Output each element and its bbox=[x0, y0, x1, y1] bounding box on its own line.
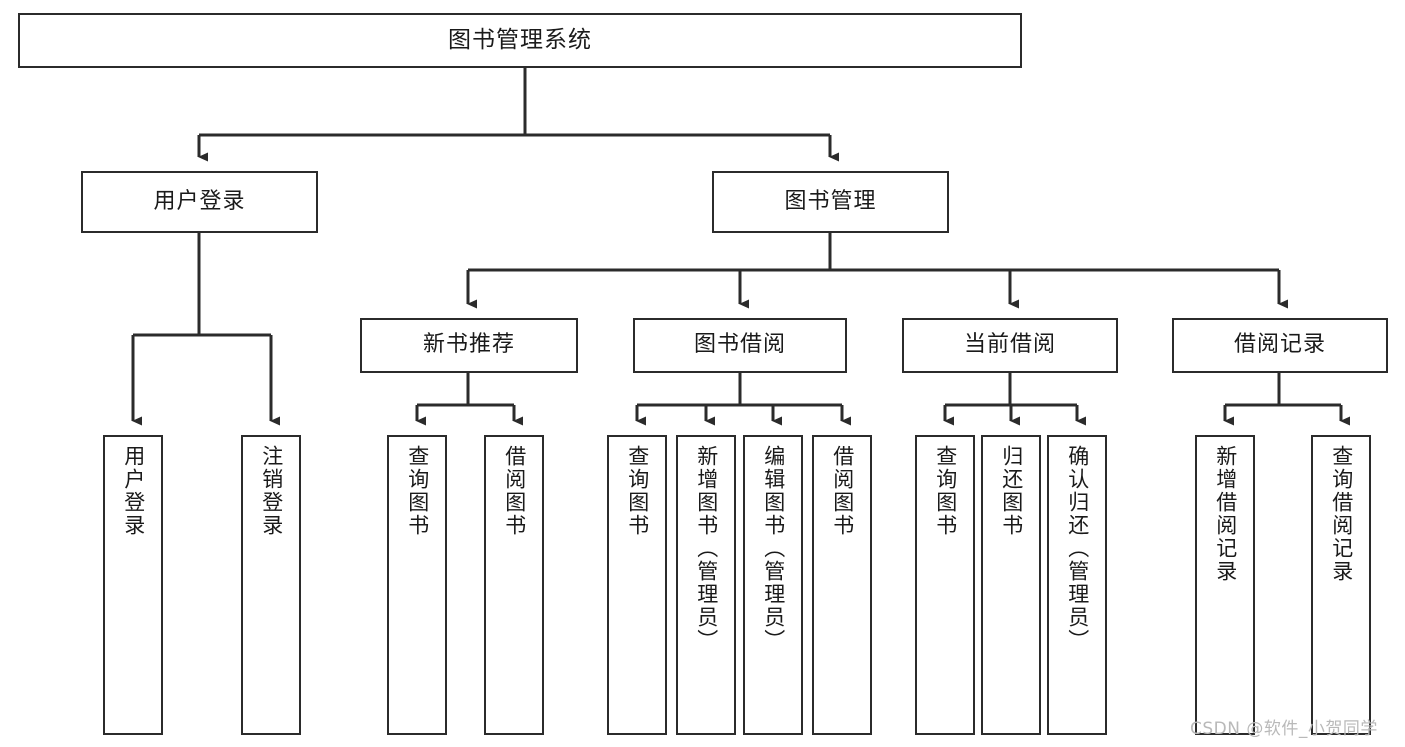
node-book-manage[interactable]: 图书管理 bbox=[712, 171, 949, 233]
node-leaf-user-login-label: 用户登录 bbox=[121, 445, 146, 537]
node-leaf-add-record-label: 新增借阅记录 bbox=[1213, 445, 1238, 583]
node-user-login-label: 用户登录 bbox=[153, 188, 246, 214]
node-root[interactable]: 图书管理系统 bbox=[18, 13, 1022, 68]
node-leaf-query-book-1[interactable]: 查询图书 bbox=[387, 435, 447, 735]
node-new-book-recommend[interactable]: 新书推荐 bbox=[360, 318, 578, 373]
node-borrow-record-label: 借阅记录 bbox=[1233, 332, 1326, 358]
node-leaf-confirm-return[interactable]: 确认归还（管理员） bbox=[1047, 435, 1107, 735]
node-book-manage-label: 图书管理 bbox=[784, 188, 877, 214]
node-user-login[interactable]: 用户登录 bbox=[81, 171, 318, 233]
node-leaf-query-record-label: 查询借阅记录 bbox=[1329, 445, 1354, 583]
csdn-watermark: CSDN @软件_小贺同学 bbox=[1190, 719, 1378, 739]
node-current-borrow-label: 当前借阅 bbox=[963, 332, 1056, 358]
node-leaf-query-book-2[interactable]: 查询图书 bbox=[607, 435, 667, 735]
node-borrow-record[interactable]: 借阅记录 bbox=[1172, 318, 1388, 373]
node-leaf-query-book-1-label: 查询图书 bbox=[405, 445, 430, 537]
node-leaf-add-book-label: 新增图书（管理员） bbox=[694, 445, 719, 652]
node-leaf-return-book-label: 归还图书 bbox=[999, 445, 1024, 537]
node-leaf-borrow-book-2[interactable]: 借阅图书 bbox=[812, 435, 872, 735]
node-book-borrow-label: 图书借阅 bbox=[693, 332, 786, 358]
node-leaf-confirm-return-label: 确认归还（管理员） bbox=[1065, 445, 1090, 652]
node-leaf-user-login[interactable]: 用户登录 bbox=[103, 435, 163, 735]
node-leaf-user-logout-label: 注销登录 bbox=[259, 445, 284, 537]
node-leaf-borrow-book-1[interactable]: 借阅图书 bbox=[484, 435, 544, 735]
node-leaf-query-book-3-label: 查询图书 bbox=[933, 445, 958, 537]
node-leaf-add-record[interactable]: 新增借阅记录 bbox=[1195, 435, 1255, 735]
node-leaf-query-record[interactable]: 查询借阅记录 bbox=[1311, 435, 1371, 735]
node-root-label: 图书管理系统 bbox=[448, 26, 592, 53]
node-leaf-query-book-2-label: 查询图书 bbox=[625, 445, 650, 537]
node-current-borrow[interactable]: 当前借阅 bbox=[902, 318, 1118, 373]
node-leaf-return-book[interactable]: 归还图书 bbox=[981, 435, 1041, 735]
node-leaf-edit-book[interactable]: 编辑图书（管理员） bbox=[743, 435, 803, 735]
node-leaf-edit-book-label: 编辑图书（管理员） bbox=[761, 445, 786, 652]
node-leaf-query-book-3[interactable]: 查询图书 bbox=[915, 435, 975, 735]
node-book-borrow[interactable]: 图书借阅 bbox=[633, 318, 847, 373]
node-leaf-add-book[interactable]: 新增图书（管理员） bbox=[676, 435, 736, 735]
node-leaf-user-logout[interactable]: 注销登录 bbox=[241, 435, 301, 735]
node-leaf-borrow-book-1-label: 借阅图书 bbox=[502, 445, 527, 537]
node-leaf-borrow-book-2-label: 借阅图书 bbox=[830, 445, 855, 537]
node-new-book-recommend-label: 新书推荐 bbox=[422, 332, 515, 358]
